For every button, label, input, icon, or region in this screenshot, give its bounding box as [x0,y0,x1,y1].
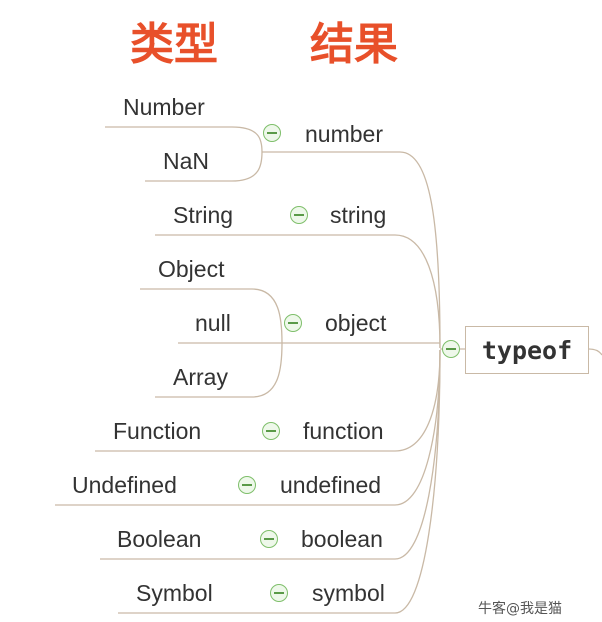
root-node[interactable]: typeof [465,326,589,374]
type-undefined: Undefined [72,472,177,498]
root-curve-number [399,151,441,349]
result-object: object [325,310,387,336]
type-array: Array [173,364,228,390]
heading-type: 类型 [130,19,218,70]
type-function: Function [113,418,202,444]
result-string: string [330,202,387,228]
type-symbol: Symbol [136,580,213,606]
watermark: 牛客@我是猫 [478,601,562,617]
collapse-icon-undefined[interactable] [238,476,256,494]
result-symbol: symbol [312,580,385,606]
group-curve-number [231,126,263,182]
type-nan: NaN [163,148,210,174]
collapse-icon-symbol[interactable] [270,584,288,602]
result-number: number [305,121,383,147]
result-undefined: undefined [280,472,382,498]
type-number: Number [123,94,205,120]
root-curve-symbol [394,349,441,614]
heading-result: 结果 [310,19,398,70]
result-boolean: boolean [301,526,383,552]
collapse-icon-string[interactable] [290,206,308,224]
group-curve-object [251,288,283,398]
root-label: typeof [481,335,573,365]
root-outgoing-stub [588,348,602,356]
collapse-icon-number[interactable] [263,124,281,142]
root-curve-undefined [394,349,441,506]
root-curve-string [394,234,441,349]
collapse-icon-boolean[interactable] [260,530,278,548]
type-null: null [195,310,231,336]
collapse-icon-function[interactable] [262,422,280,440]
collapse-icon-object[interactable] [284,314,302,332]
type-object: Object [158,256,225,282]
type-boolean: Boolean [117,526,202,552]
type-string: String [173,202,234,228]
root-curve-boolean [394,349,441,560]
collapse-icon-root[interactable] [442,340,460,358]
result-function: function [303,418,384,444]
